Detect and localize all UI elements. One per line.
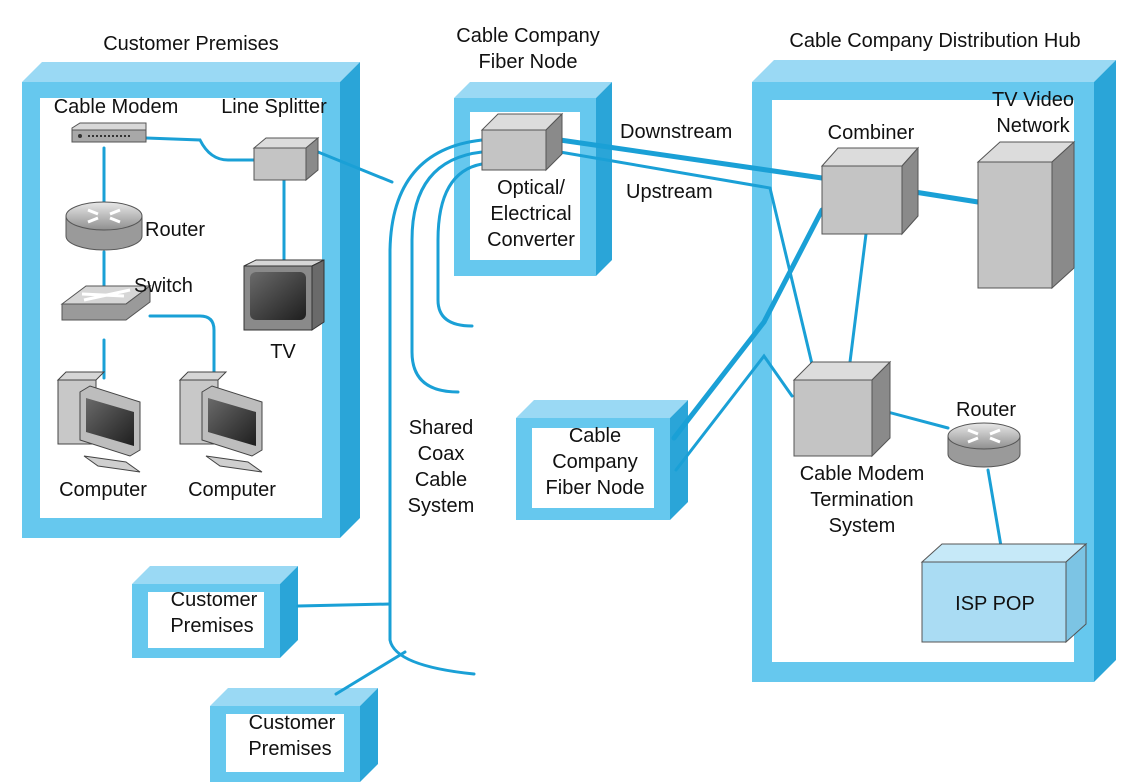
cable-splitter-to-coax bbox=[316, 150, 394, 184]
shared-coax-label-line3: Cable bbox=[415, 469, 467, 491]
line-splitter-label: Line Splitter bbox=[221, 96, 327, 118]
downstream-fiber bbox=[557, 137, 825, 181]
fiber-node-title-line2: Fiber Node bbox=[479, 51, 578, 73]
cables bbox=[102, 136, 1004, 696]
combiner-icon bbox=[820, 146, 920, 236]
router-icon bbox=[65, 201, 143, 251]
tv-icon bbox=[243, 259, 325, 331]
router-right-label: Router bbox=[956, 399, 1016, 421]
computer-icon bbox=[178, 371, 263, 473]
customer-premises-small-1-frame bbox=[132, 566, 298, 658]
router-icon bbox=[947, 422, 1021, 468]
tv-video-label-line1: TV Video bbox=[992, 89, 1074, 111]
cmts-label-line3: System bbox=[829, 515, 896, 537]
shared-coax-label-line4: System bbox=[408, 495, 475, 517]
labels: Customer Premises Cable Modem Line Split… bbox=[54, 25, 1081, 760]
fiber-node-2-label-line1: Cable bbox=[569, 425, 621, 447]
converter-label-line2: Electrical bbox=[490, 203, 571, 225]
fiber-node2-downstream bbox=[671, 207, 825, 441]
switch-label: Switch bbox=[134, 275, 193, 297]
hub-title: Cable Company Distribution Hub bbox=[789, 30, 1080, 52]
shared-coax-label-line2: Coax bbox=[418, 443, 465, 465]
customer-premises-title: Customer Premises bbox=[103, 33, 279, 55]
isp-pop-label: ISP POP bbox=[955, 593, 1035, 615]
tv-video-label-line2: Network bbox=[996, 115, 1070, 137]
downstream-label: Downstream bbox=[620, 121, 732, 143]
isp-pop-box bbox=[920, 542, 1088, 644]
combiner-to-cmts bbox=[848, 232, 868, 364]
line-splitter-icon bbox=[252, 136, 320, 182]
coax-to-small-premises-2 bbox=[334, 650, 407, 696]
fiber-node-title-line1: Cable Company bbox=[456, 25, 599, 47]
converter-label-line3: Converter bbox=[487, 229, 575, 251]
customer-premises-small-1-line1: Customer bbox=[171, 589, 258, 611]
customer-premises-small-1-line2: Premises bbox=[170, 615, 253, 637]
combiner-label: Combiner bbox=[828, 122, 915, 144]
cable-modem-label: Cable Modem bbox=[54, 96, 179, 118]
cmts-label-line2: Termination bbox=[810, 489, 913, 511]
switch-icon bbox=[60, 285, 152, 321]
customer-premises-small-2-frame bbox=[210, 688, 378, 782]
cable-switch-to-computer2 bbox=[148, 314, 216, 380]
customer-premises-small-2-line1: Customer bbox=[249, 712, 336, 734]
cmts-label-line1: Cable Modem bbox=[800, 463, 925, 485]
cable-modem-to-splitter bbox=[144, 136, 256, 162]
upstream-fiber bbox=[558, 150, 814, 366]
router-left-label: Router bbox=[145, 219, 205, 241]
fiber-node2-upstream bbox=[674, 353, 794, 472]
fiber-node-2-label-line2: Company bbox=[552, 451, 638, 473]
converter-label-line1: Optical/ bbox=[497, 177, 565, 199]
fiber-node-2-frame bbox=[516, 400, 688, 520]
cable-modem-icon bbox=[71, 122, 147, 143]
tv-video-network-icon bbox=[976, 140, 1076, 290]
computer-1-label: Computer bbox=[59, 479, 147, 501]
router-to-isp bbox=[986, 468, 1004, 554]
cmts-to-router bbox=[878, 408, 950, 430]
cmts-icon bbox=[792, 360, 892, 458]
optical-electrical-converter-icon bbox=[480, 112, 564, 172]
coax-to-small-premises-1 bbox=[296, 602, 392, 608]
tv-label: TV bbox=[270, 341, 296, 363]
shared-coax-trunk bbox=[388, 138, 484, 676]
computer-2-label: Computer bbox=[188, 479, 276, 501]
computer-icon bbox=[56, 371, 141, 473]
coax-branch-2 bbox=[436, 162, 484, 328]
customer-premises-small-2-line2: Premises bbox=[248, 738, 331, 760]
coax-branch-1 bbox=[410, 150, 484, 394]
shared-coax-label-line1: Shared bbox=[409, 417, 474, 439]
fiber-node-2-label-line3: Fiber Node bbox=[546, 477, 645, 499]
upstream-label: Upstream bbox=[626, 181, 713, 203]
